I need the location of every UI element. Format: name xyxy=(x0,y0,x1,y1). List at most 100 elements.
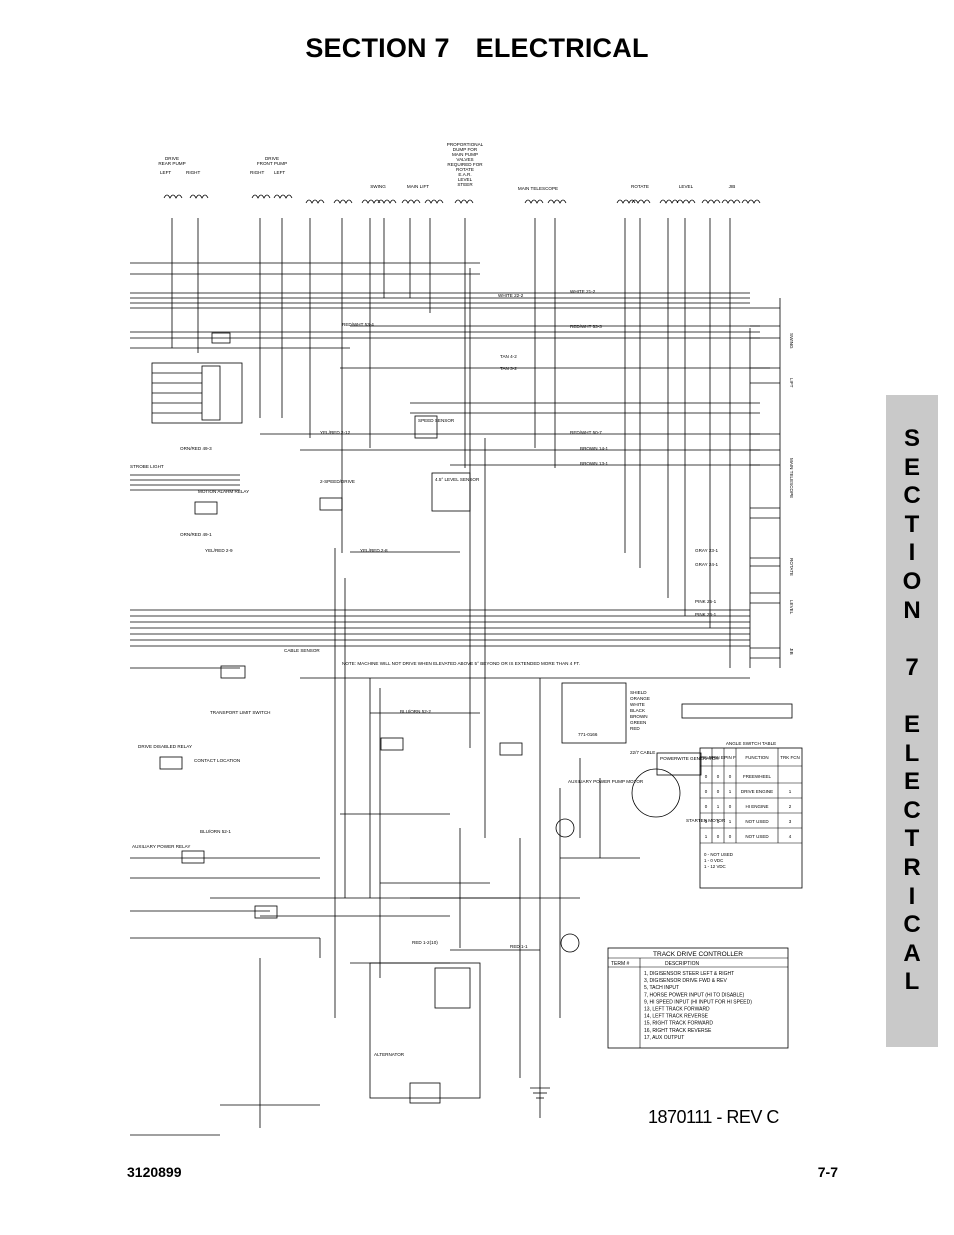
angle-table-cell: 1 xyxy=(717,819,720,824)
svg-text:DUMP FOR: DUMP FOR xyxy=(453,147,478,152)
angle-table-cell: 0 xyxy=(717,789,720,794)
svg-text:E.A.R.: E.A.R. xyxy=(458,172,471,177)
angle-table-cell: NOT USED xyxy=(745,819,769,824)
section-tab-letter: S xyxy=(903,425,920,452)
tdc-title: TRACK DRIVE CONTROLLER xyxy=(653,951,743,958)
section-tab-letter: 7 xyxy=(905,653,919,681)
svg-text:SWING: SWING xyxy=(370,184,386,189)
svg-text:VALVES: VALVES xyxy=(456,157,473,162)
angle-table-header: FUNCTION xyxy=(745,755,768,760)
svg-text:RED/WHT 53-4: RED/WHT 53-4 xyxy=(342,322,374,327)
svg-text:SPEED SENSOR: SPEED SENSOR xyxy=(418,418,455,423)
angle-table-header: PIN F xyxy=(724,755,736,760)
angle-table-header: PIN E xyxy=(712,755,724,760)
svg-text:ORN/RED 49-1: ORN/RED 49-1 xyxy=(180,532,212,537)
angle-table-cell: 1 xyxy=(729,819,732,824)
svg-text:MAIN TELESCOPE: MAIN TELESCOPE xyxy=(789,458,794,498)
svg-text:TERM #: TERM # xyxy=(611,961,630,967)
angle-table-cell: HI ENGINE xyxy=(745,804,768,809)
svg-text:RIGHT: RIGHT xyxy=(186,170,200,175)
svg-text:YEL/RED 2-8: YEL/RED 2-8 xyxy=(360,548,388,553)
section-tab-letter: A xyxy=(903,939,921,967)
svg-text:WHITE 21-2: WHITE 21-2 xyxy=(570,289,596,294)
svg-text:GRAY 23-1: GRAY 23-1 xyxy=(695,548,719,553)
svg-text:REAR PUMP: REAR PUMP xyxy=(158,161,185,166)
svg-text:1 - 0 VDC: 1 - 0 VDC xyxy=(704,858,723,863)
section-tab-letter: R xyxy=(903,853,921,881)
tdc-row: 13, LEFT TRACK FORWARD xyxy=(644,1007,710,1013)
svg-text:RIGHT: RIGHT xyxy=(250,170,264,175)
svg-text:BLACK: BLACK xyxy=(630,708,646,713)
angle-table-cell: 0 xyxy=(717,774,720,779)
svg-text:RED/WHT 53-3: RED/WHT 53-3 xyxy=(570,324,602,329)
angle-table-cell: 0 xyxy=(705,819,708,824)
angle-table-cell: 1 xyxy=(729,789,732,794)
section-tab-letter: L xyxy=(904,739,920,767)
angle-table-cell: 0 xyxy=(705,774,708,779)
svg-text:GREEN: GREEN xyxy=(630,720,646,725)
svg-text:YEL/RED 2-12: YEL/RED 2-12 xyxy=(320,430,351,435)
angle-table-cell: 0 xyxy=(717,834,720,839)
svg-text:GRAY 24-1: GRAY 24-1 xyxy=(695,562,719,567)
svg-text:AUXILIARY POWER RELAY: AUXILIARY POWER RELAY xyxy=(132,844,190,849)
svg-text:LIFT: LIFT xyxy=(789,378,794,388)
svg-text:STEER: STEER xyxy=(457,182,473,187)
track-drive-controller-table: TRACK DRIVE CONTROLLER TERM # DESCRIPTIO… xyxy=(607,947,789,1049)
angle-table-cell: 2 xyxy=(789,804,792,809)
drawing-number: 1870111 - REV C xyxy=(648,1107,779,1127)
tdc-row: 7, HORSE POWER INPUT (HI TO DISABLE) xyxy=(644,992,745,998)
angle-table-cell: 0 xyxy=(705,804,708,809)
angle-table-cell: 0 xyxy=(705,789,708,794)
angle-table-cell: 4 xyxy=(789,834,792,839)
svg-text:ALTERNATOR: ALTERNATOR xyxy=(374,1052,405,1057)
svg-text:1 - 12 VDC: 1 - 12 VDC xyxy=(704,864,726,869)
svg-text:MAIN PUMP: MAIN PUMP xyxy=(452,152,478,157)
section-tab-letter: L xyxy=(904,968,920,996)
svg-text:BROWN 14-1: BROWN 14-1 xyxy=(580,446,609,451)
section-tab-letter: C xyxy=(903,796,921,824)
svg-text:LEFT: LEFT xyxy=(160,170,171,175)
section-title: ELECTRICAL xyxy=(475,33,649,63)
angle-table-header: PIN D xyxy=(700,755,713,760)
section-tab-letter: E xyxy=(903,453,920,481)
svg-text:ROTATE: ROTATE xyxy=(789,558,794,576)
angle-table-cell: FREEWHEEL xyxy=(743,774,772,779)
angle-table-cell: 0 xyxy=(729,774,732,779)
svg-text:PINK 25-1: PINK 25-1 xyxy=(695,599,717,604)
section-tab-letter: I xyxy=(908,882,916,910)
section-tab-letter: T xyxy=(904,510,920,538)
section-tab-letter: N xyxy=(903,596,921,624)
svg-text:SWING: SWING xyxy=(789,333,794,349)
svg-text:ORN/RED 49-3: ORN/RED 49-3 xyxy=(180,446,212,451)
svg-text:TAN 3-2: TAN 3-2 xyxy=(500,366,517,371)
svg-text:BLU/ORN 52-2: BLU/ORN 52-2 xyxy=(400,709,431,714)
svg-text:MOTION ALARM RELAY: MOTION ALARM RELAY xyxy=(198,489,249,494)
angle-table-cell: DRIVE ENGINE xyxy=(741,789,773,794)
svg-text:POWERWITE GENERATOR: POWERWITE GENERATOR xyxy=(660,756,719,761)
svg-text:NOTE: MACHINE WILL NOT DRIVE W: NOTE: MACHINE WILL NOT DRIVE WHEN ELEVAT… xyxy=(342,661,580,666)
page-number: 7-7 xyxy=(817,1164,838,1180)
svg-text:REQUIRED FOR: REQUIRED FOR xyxy=(447,162,483,167)
tdc-row: 3, DIGISENSOR DRIVE FWD & REV xyxy=(644,978,727,984)
svg-text:TAN 4-2: TAN 4-2 xyxy=(500,354,517,359)
angle-table-cell: 0 xyxy=(729,834,732,839)
angle-table-cell: NOT USED xyxy=(745,834,769,839)
tdc-row: 16, RIGHT TRACK REVERSE xyxy=(644,1028,712,1034)
svg-text:PROPORTIONAL: PROPORTIONAL xyxy=(447,142,484,147)
angle-table-header: TRK FCN xyxy=(780,755,800,760)
section-tab-letter: C xyxy=(903,911,921,939)
section-tab-letter: O xyxy=(902,567,922,595)
angle-table-title: ANGLE SWITCH TABLE xyxy=(726,741,776,746)
section-tab-letter: E xyxy=(903,710,920,738)
svg-text:DRIVE: DRIVE xyxy=(165,156,179,161)
svg-text:JIB: JIB xyxy=(789,648,794,655)
svg-text:FRONT PUMP: FRONT PUMP xyxy=(257,161,287,166)
electrical-schematic: DRIVE REAR PUMP LEFT RIGHT DRIVE FRONT P… xyxy=(130,142,803,1136)
svg-text:CONTACT LOCATION: CONTACT LOCATION xyxy=(194,758,240,763)
svg-text:RED/WHT 50-7: RED/WHT 50-7 xyxy=(570,430,602,435)
angle-table-cell: 3 xyxy=(789,819,792,824)
svg-text:BROWN: BROWN xyxy=(630,714,648,719)
